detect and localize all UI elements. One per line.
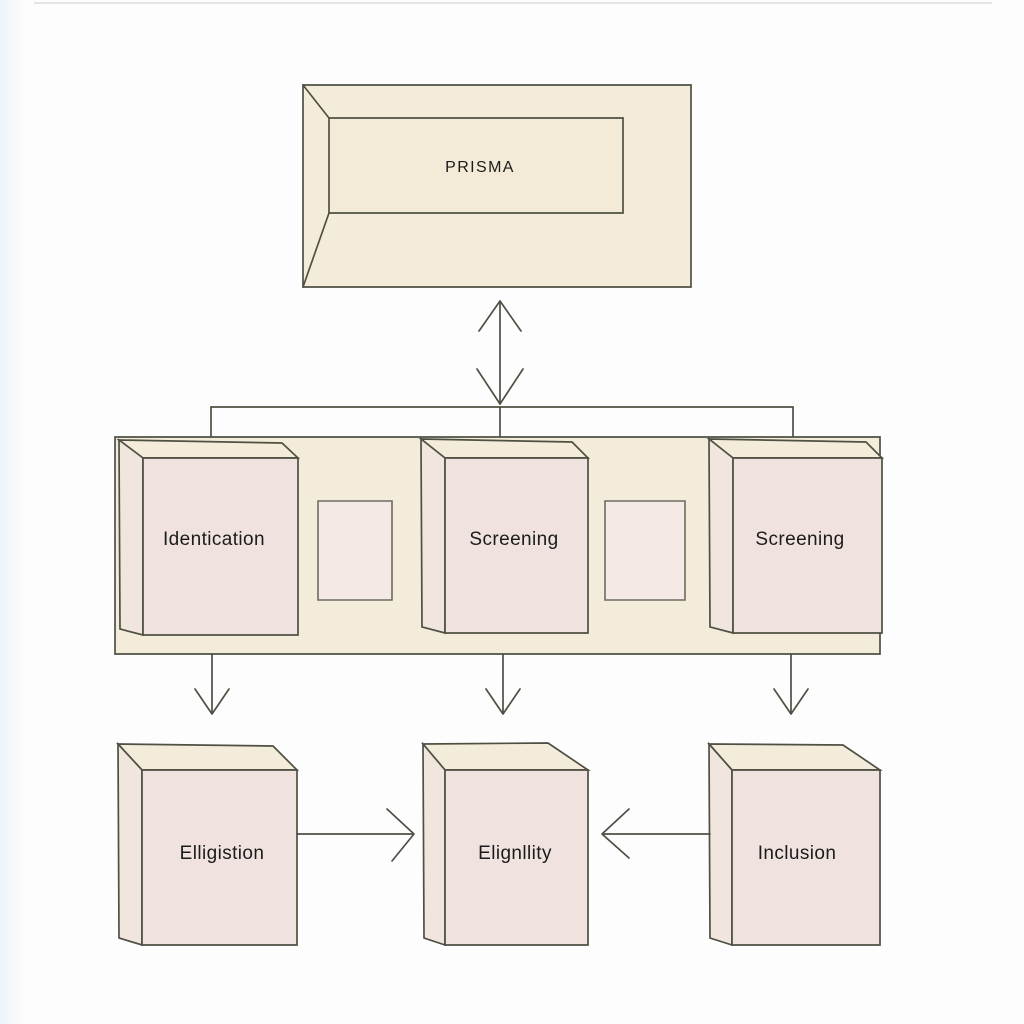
screening-box-1-label: Screening: [469, 529, 559, 550]
screening-box-1-front-face: [445, 458, 588, 633]
arrowhead-down-icon: [774, 689, 808, 714]
screening-box-1: [421, 439, 588, 633]
inclusion-box-label: Inclusion: [757, 843, 837, 864]
arrowhead-left-icon: [602, 809, 629, 858]
arrow-inclusion-to-eligibility2: [602, 809, 710, 858]
eligibility-box-1-front-face: [142, 770, 297, 945]
prisma-inner-rect: [329, 118, 623, 213]
eligibility-box-2-label: Elignllity: [478, 843, 552, 864]
small-placeholder-rect-1: [318, 501, 392, 600]
prisma-bevel-bottom-left: [303, 213, 329, 287]
prisma-box: [303, 85, 691, 287]
prisma-bevel-top-left: [303, 85, 329, 118]
down-arrow-right: [774, 654, 808, 714]
arrowhead-down-icon: [477, 369, 523, 404]
screening-box-1-side-face: [421, 439, 445, 633]
identification-box-side-face: [119, 440, 143, 635]
eligibility-box-2-front-face: [445, 770, 588, 945]
identification-box: [119, 440, 298, 635]
inclusion-box-side-face: [709, 744, 732, 945]
inclusion-box-front-face: [732, 770, 880, 945]
identification-box-top-face: [119, 440, 298, 458]
identification-box-front-face: [143, 458, 298, 635]
arrowhead-right-icon: [387, 809, 414, 861]
screening-box-2-side-face: [709, 439, 733, 633]
small-placeholder-rect-2: [605, 501, 685, 600]
identification-box-label: Identication: [163, 529, 265, 550]
eligibility-box-1-top-face: [118, 744, 297, 770]
eligibility-box-1: [118, 744, 297, 945]
eligibility-box-2: [423, 743, 588, 945]
page-edge-tint: [0, 0, 26, 1024]
arrow-eligibility1-to-eligibility2: [297, 809, 414, 861]
connector-rail: [211, 407, 793, 441]
prisma-box-label: PRISMA: [445, 159, 515, 176]
screening-box-2-label: Screening: [755, 529, 845, 550]
arrowhead-down-icon: [486, 689, 520, 714]
double-arrow-prisma-band: [477, 301, 523, 404]
arrowhead-up-icon: [479, 301, 521, 331]
down-arrow-left: [195, 654, 229, 714]
screening-box-2-top-face: [709, 439, 882, 458]
screening-box-2: [709, 439, 882, 633]
inclusion-box-top-face: [709, 744, 880, 770]
eligibility-box-1-side-face: [118, 744, 142, 945]
down-arrow-center: [486, 654, 520, 714]
screening-box-2-front-face: [733, 458, 882, 633]
arrowhead-down-icon: [195, 689, 229, 714]
eligibility-box-2-top-face: [423, 743, 588, 770]
inclusion-box: [709, 744, 880, 945]
screening-box-1-top-face: [421, 439, 588, 458]
eligibility-box-2-side-face: [423, 744, 445, 945]
eligibility-box-1-label: Elligistion: [179, 843, 265, 864]
